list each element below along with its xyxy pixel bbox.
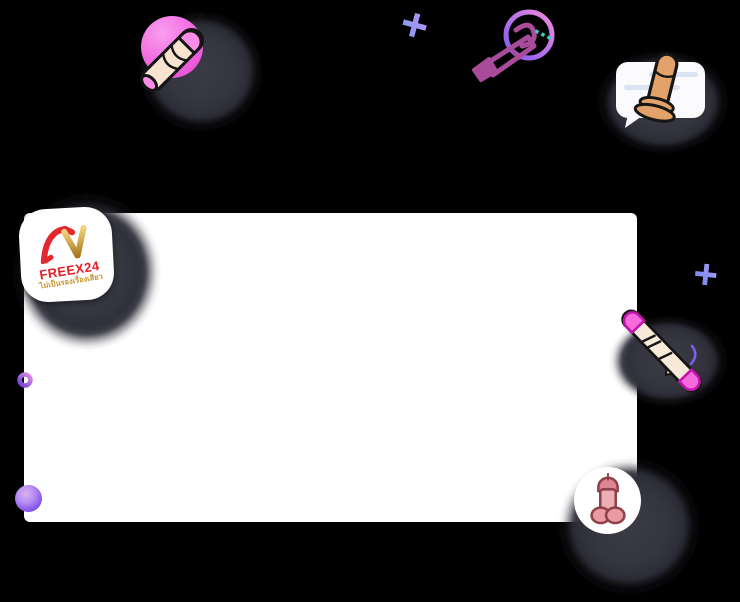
penis-cartoon-icon bbox=[128, 12, 212, 107]
double-dildo-icon bbox=[604, 296, 716, 409]
orb-icon bbox=[15, 485, 42, 512]
logo-card[interactable]: FREEX24 ไม่เป็นรองเรื่องเสียว bbox=[17, 205, 116, 304]
circle-badge bbox=[574, 467, 641, 534]
av-monogram-icon bbox=[35, 224, 99, 268]
ring-icon bbox=[17, 372, 33, 393]
penis-badge-icon bbox=[586, 470, 630, 531]
plus-sparkle-icon bbox=[692, 261, 720, 293]
vibrator-wand-icon bbox=[462, 8, 564, 93]
logo: FREEX24 ไม่เป็นรองเรื่องเสียว bbox=[19, 217, 114, 292]
plus-sparkle-icon bbox=[396, 8, 432, 47]
penis-speech-bubble-icon bbox=[627, 48, 699, 135]
